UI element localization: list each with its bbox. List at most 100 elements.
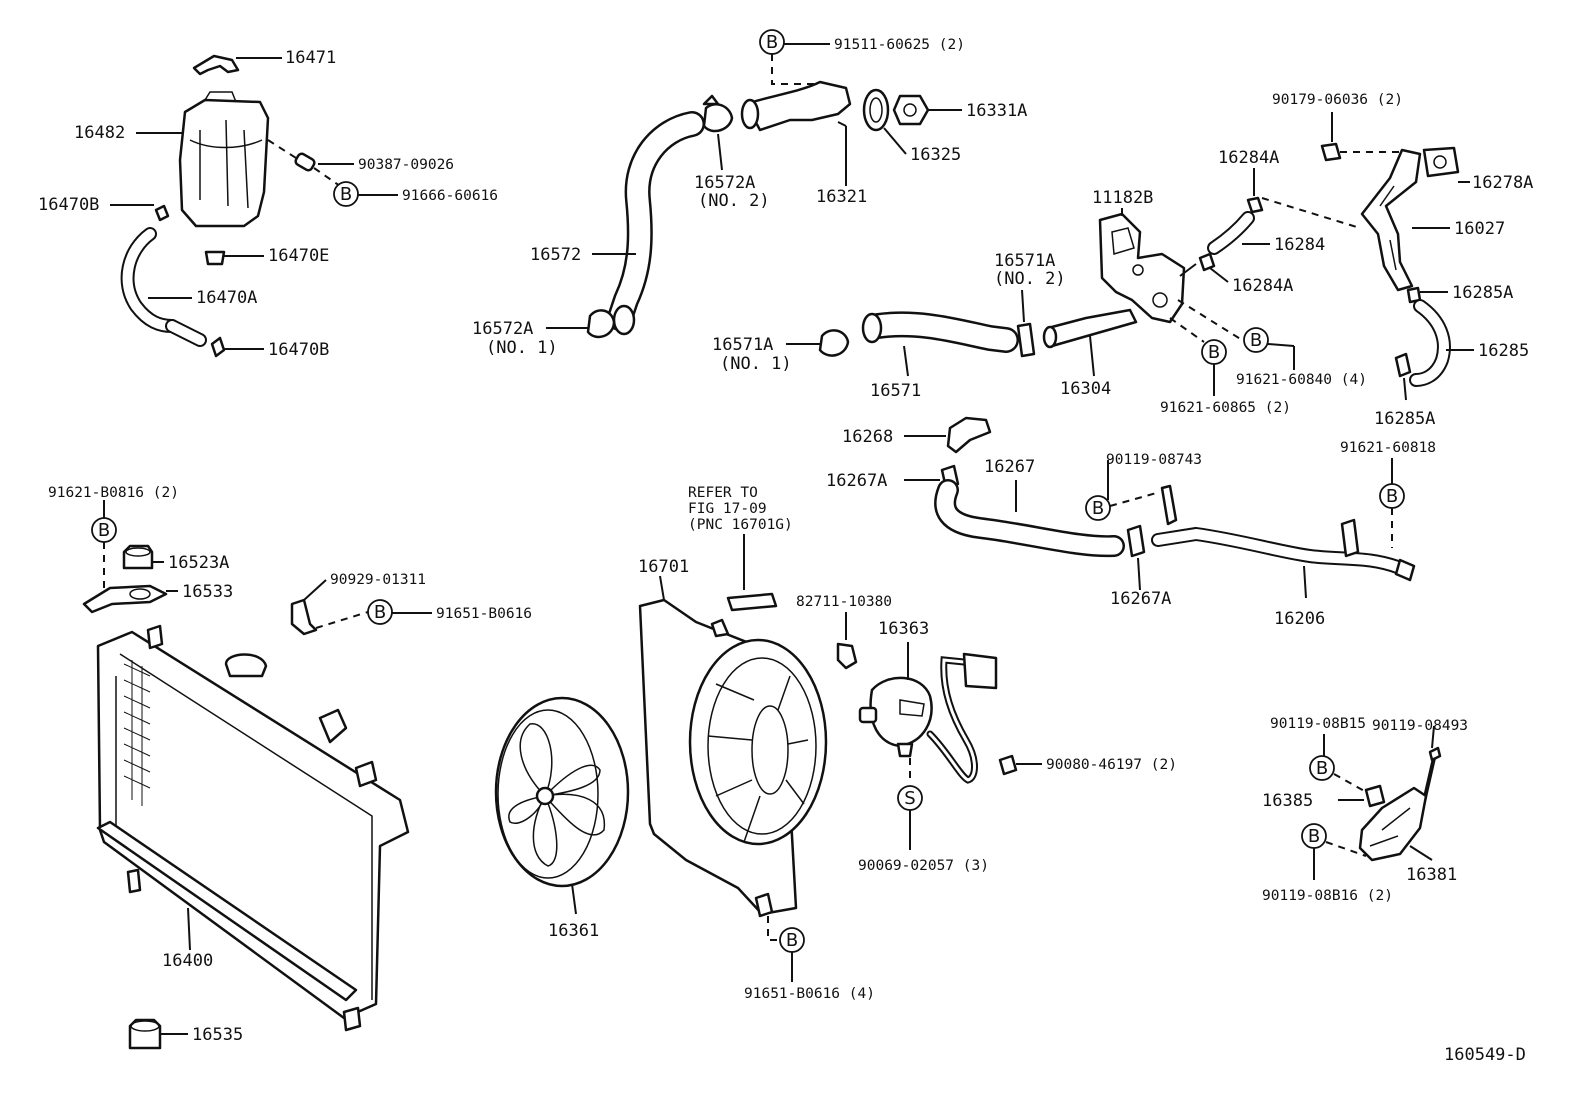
- bypass-pipe-group: [904, 416, 1416, 599]
- label-no2-a: (NO. 2): [698, 191, 770, 211]
- label-91666-60616: 91666-60616: [402, 188, 498, 204]
- note-line-3: (PNC 16701G): [688, 517, 793, 533]
- label-91651-B0616: 91651-B0616: [436, 606, 532, 622]
- label-90069-02057: 90069-02057 (3): [858, 858, 989, 874]
- label-16268: 16268: [842, 427, 893, 447]
- label-16572A-no1: 16572A: [472, 319, 533, 339]
- water-outlet-16321-part: [744, 80, 852, 132]
- label-16533: 16533: [182, 582, 233, 602]
- label-no2-b: (NO. 2): [994, 269, 1066, 289]
- bolt-90387-part: [294, 152, 316, 172]
- label-16470A: 16470A: [196, 288, 257, 308]
- label-16572: 16572: [530, 245, 581, 265]
- pipe-16027-part: [1360, 148, 1422, 292]
- fan-16361-part: [494, 696, 630, 888]
- label-82711-10380: 82711-10380: [796, 594, 892, 610]
- label-16285A-bottom: 16285A: [1374, 409, 1435, 429]
- fan-motor-16363-part: [869, 676, 933, 748]
- clip-16470B-bottom-part: [210, 336, 226, 358]
- inlet-pipe-16304-part: [1046, 308, 1138, 348]
- callout-b: B: [766, 32, 778, 53]
- label-16400: 16400: [162, 951, 213, 971]
- callout-b: B: [1250, 330, 1262, 351]
- label-16325: 16325: [910, 145, 961, 165]
- label-16535: 16535: [192, 1025, 243, 1045]
- label-16267A-top: 16267A: [826, 471, 887, 491]
- label-16284A-top: 16284A: [1218, 148, 1279, 168]
- label-16470E: 16470E: [268, 246, 329, 266]
- cushion-16523A-part: [122, 544, 154, 570]
- clamp-16572A-no2-part: [702, 103, 734, 133]
- label-no1-a: (NO. 1): [486, 338, 558, 358]
- fan-group: [494, 534, 1042, 982]
- bracket-group: [1301, 725, 1442, 880]
- label-16385: 16385: [1262, 791, 1313, 811]
- radiator-cap-part: [224, 653, 268, 678]
- part-labels: 16471 16482 90387-09026 91666-60616 1647…: [38, 37, 1533, 1065]
- bracket-16471-part: [192, 54, 240, 76]
- label-91621-60865: 91621-60865 (2): [1160, 400, 1291, 416]
- label-16571A-no2: 16571A: [994, 251, 1055, 271]
- gasket-16278A-part: [1422, 146, 1460, 178]
- callout-b: B: [1092, 498, 1104, 519]
- note-line-2: FIG 17-09: [688, 501, 767, 517]
- label-16321: 16321: [816, 187, 867, 207]
- label-16482: 16482: [74, 123, 125, 143]
- label-90119-08493: 90119-08493: [1372, 718, 1468, 734]
- label-16361: 16361: [548, 921, 599, 941]
- label-16470B-bottom: 16470B: [268, 340, 329, 360]
- diagram-id: 160549-D: [1444, 1045, 1526, 1065]
- callout-b: B: [1386, 486, 1398, 507]
- cushion-16385-part: [1364, 784, 1386, 808]
- label-16470B-top: 16470B: [38, 195, 99, 215]
- label-16284: 16284: [1274, 235, 1325, 255]
- callout-b: B: [1208, 342, 1220, 363]
- label-90119-08B15: 90119-08B15: [1270, 716, 1366, 732]
- label-11182B: 11182B: [1092, 188, 1153, 208]
- label-no1-b: (NO. 1): [720, 354, 792, 374]
- label-16267: 16267: [984, 457, 1035, 477]
- label-91621-B0816: 91621-B0816 (2): [48, 485, 179, 501]
- label-90179-06036: 90179-06036 (2): [1272, 92, 1403, 108]
- label-16701: 16701: [638, 557, 689, 577]
- gasket-16325-part: [862, 88, 890, 132]
- reservoir-group: [110, 54, 398, 358]
- reservoir-tank-part: [178, 98, 270, 228]
- label-16267A-bottom: 16267A: [1110, 589, 1171, 609]
- thermostat-16331A-part: [892, 94, 930, 126]
- callout-b: B: [1308, 826, 1320, 847]
- clamp-16571A-no2-part: [1016, 322, 1036, 358]
- clamp-16571A-no1-part: [818, 329, 850, 357]
- cushion-16535-part: [128, 1018, 162, 1050]
- label-16331A: 16331A: [966, 101, 1027, 121]
- label-16206: 16206: [1274, 609, 1325, 629]
- clamp-16572A-no1-part: [586, 309, 616, 339]
- label-91651-B0616-4: 91651-B0616 (4): [744, 986, 875, 1002]
- label-16027: 16027: [1454, 219, 1505, 239]
- label-91621-60818: 91621-60818: [1340, 440, 1436, 456]
- upper-hose-group: [546, 29, 962, 339]
- radiator-core-hatch: [123, 660, 151, 806]
- callout-b: B: [1316, 758, 1328, 779]
- label-16572A-no2: 16572A: [694, 173, 755, 193]
- label-91511-60625: 91511-60625 (2): [834, 37, 965, 53]
- label-90119-08B16: 90119-08B16 (2): [1262, 888, 1393, 904]
- callout-b: B: [786, 930, 798, 951]
- label-16471: 16471: [285, 48, 336, 68]
- label-16304: 16304: [1060, 379, 1111, 399]
- callout-s: S: [904, 788, 915, 809]
- radiator-group: [82, 500, 432, 1050]
- note-line-1: REFER TO: [688, 485, 758, 501]
- callout-b: B: [340, 184, 352, 205]
- label-90387-09026: 90387-09026: [358, 157, 454, 173]
- clip-16470B-part: [154, 204, 170, 222]
- label-91621-60840: 91621-60840 (4): [1236, 372, 1367, 388]
- fitting-16268-part: [946, 416, 992, 454]
- label-16381: 16381: [1406, 865, 1457, 885]
- label-90080-46197: 90080-46197 (2): [1046, 757, 1177, 773]
- label-90929-01311: 90929-01311: [330, 572, 426, 588]
- label-16571: 16571: [870, 381, 921, 401]
- callout-letters: B B B B B B B B B S B B: [98, 32, 1398, 951]
